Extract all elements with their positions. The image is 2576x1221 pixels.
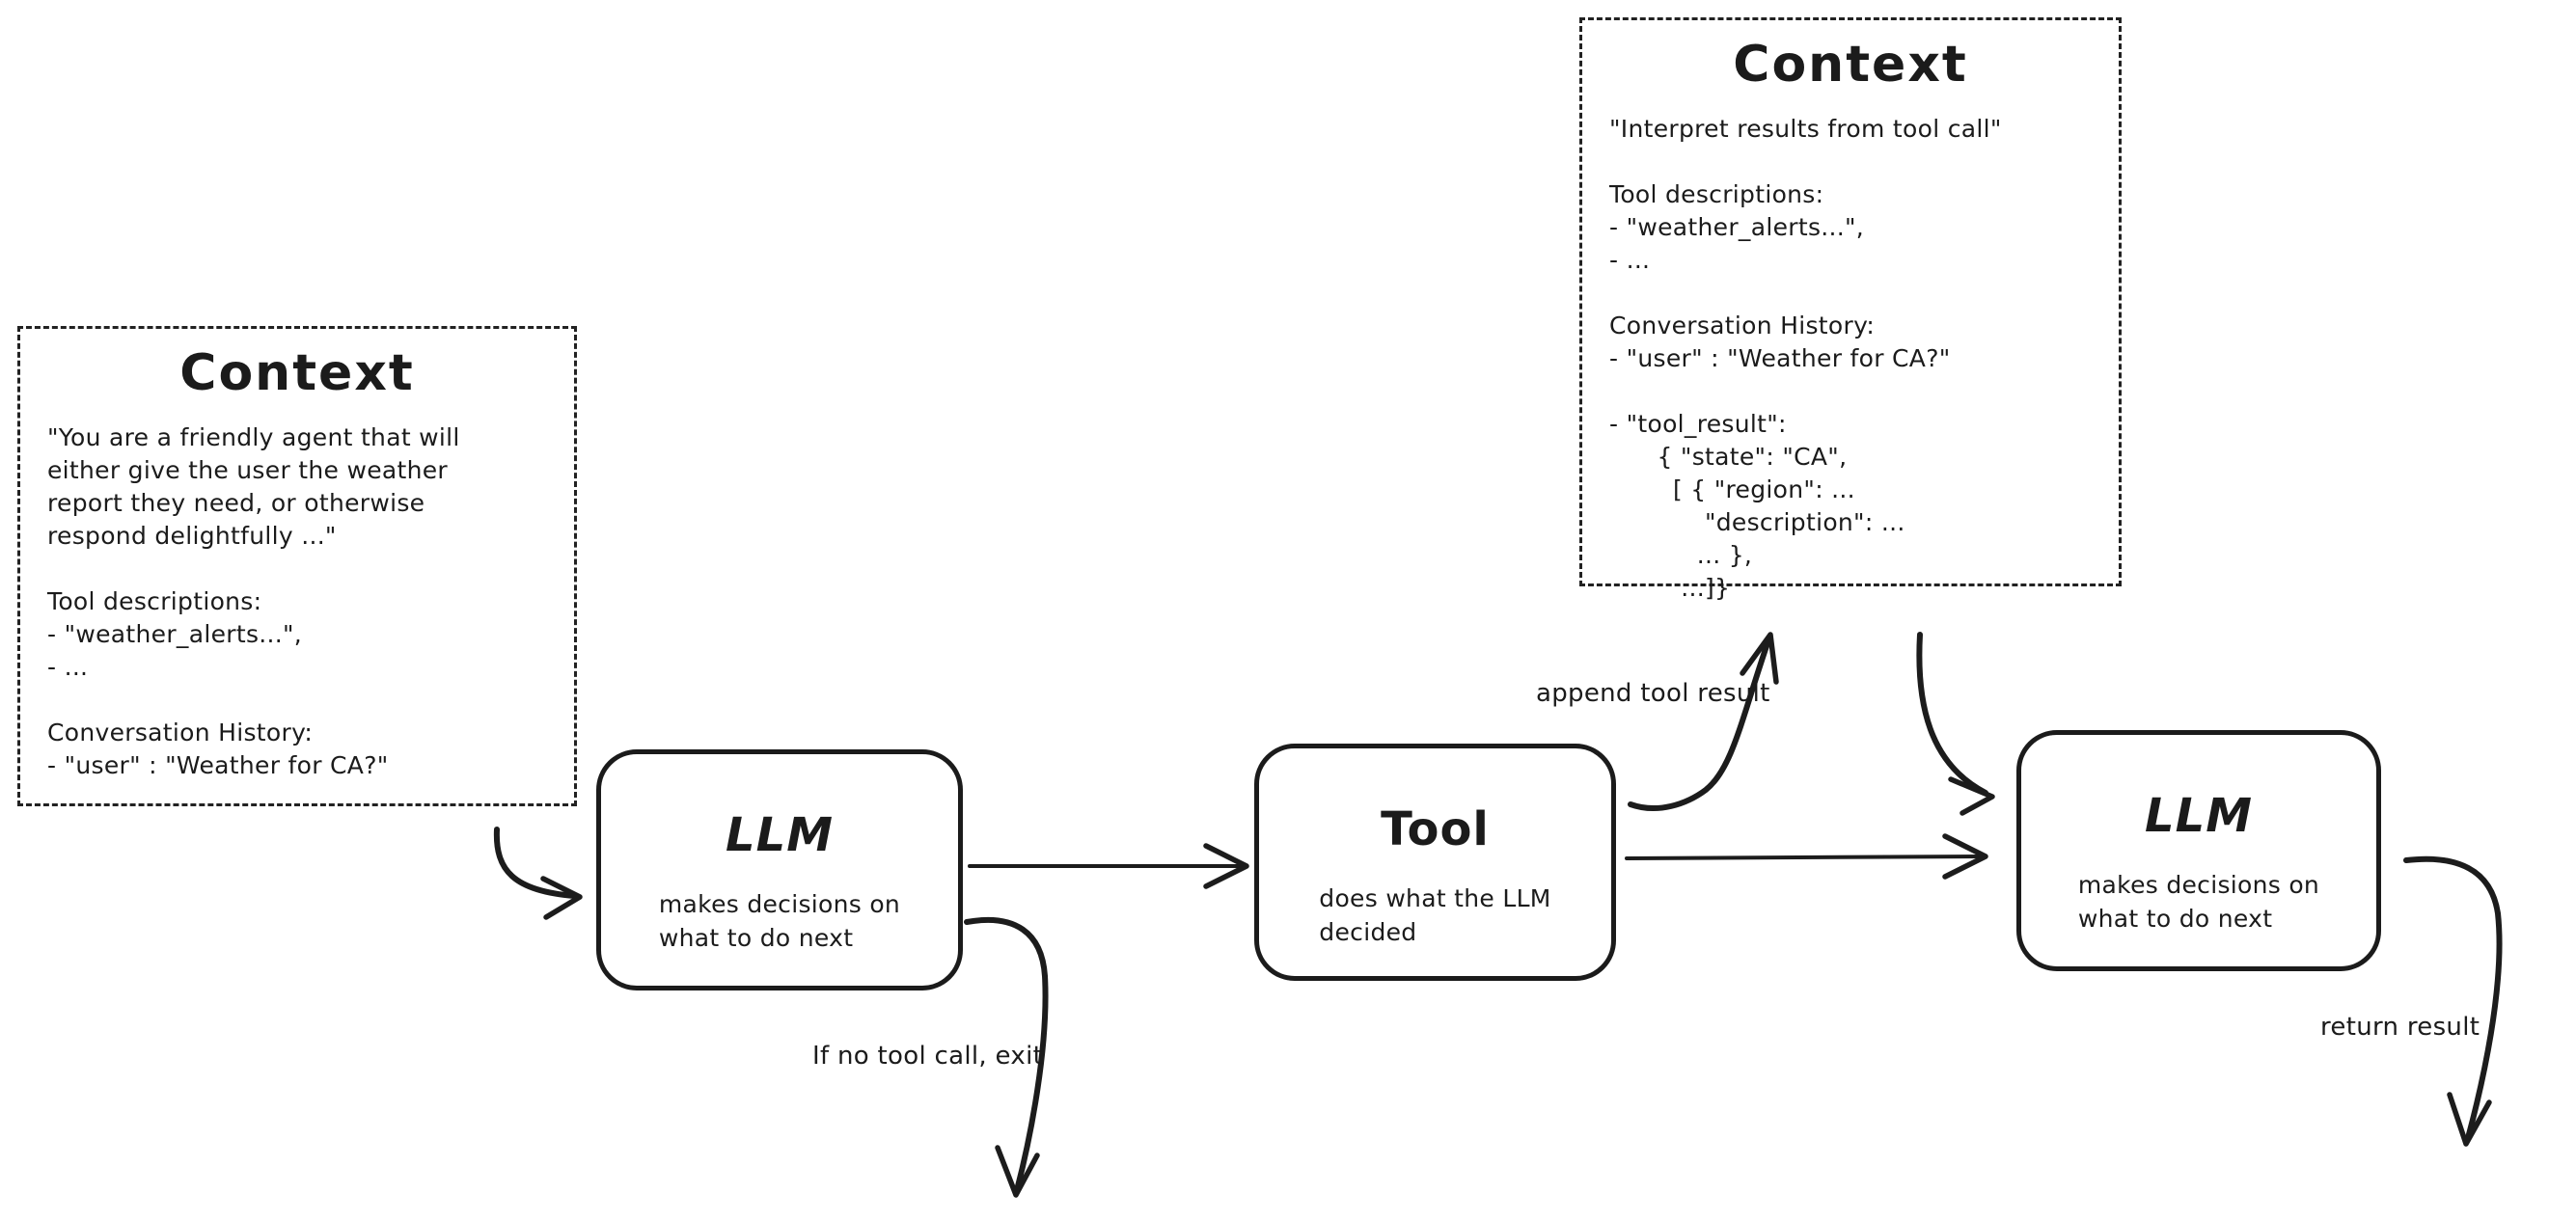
arrow-llm-1-to-tool — [968, 843, 1249, 889]
context-box-top-right: Context "Interpret results from tool cal… — [1579, 17, 2122, 602]
context-top-title: Context — [1733, 36, 1968, 94]
node-tool-title: Tool — [1381, 802, 1490, 856]
node-llm-2: LLM makes decisions on what to do next — [2016, 730, 2381, 971]
context-top-body: "Interpret results from tool call" Tool … — [1609, 115, 2002, 602]
arrow-llm-2-return — [2403, 855, 2503, 1147]
context-left-body: "You are a friendly agent that will eith… — [47, 423, 460, 779]
node-llm-1-title: LLM — [726, 808, 834, 862]
arrow-tool-to-context-top — [1628, 632, 1779, 812]
node-tool: Tool does what the LLM decided — [1254, 744, 1616, 981]
node-llm-2-title: LLM — [2145, 789, 2253, 843]
label-append-tool-result: append tool result — [1536, 679, 1770, 708]
label-if-no-tool-call-exit: If no tool call, exit — [812, 1042, 1044, 1071]
node-llm-2-subtitle: makes decisions on what to do next — [2077, 871, 2320, 933]
label-return-result: return result — [2320, 1013, 2480, 1042]
node-llm-1: LLM makes decisions on what to do next — [596, 749, 963, 990]
arrow-tool-to-llm-2 — [1625, 833, 1988, 880]
arrow-context-left-to-llm-1 — [493, 827, 583, 920]
node-llm-1-subtitle: makes decisions on what to do next — [658, 890, 901, 952]
arrow-context-top-to-llm-2 — [1916, 632, 1995, 816]
node-tool-subtitle: does what the LLM decided — [1319, 884, 1551, 946]
context-left-title: Context — [179, 344, 415, 402]
context-box-left: Context "You are a friendly agent that w… — [17, 326, 577, 806]
